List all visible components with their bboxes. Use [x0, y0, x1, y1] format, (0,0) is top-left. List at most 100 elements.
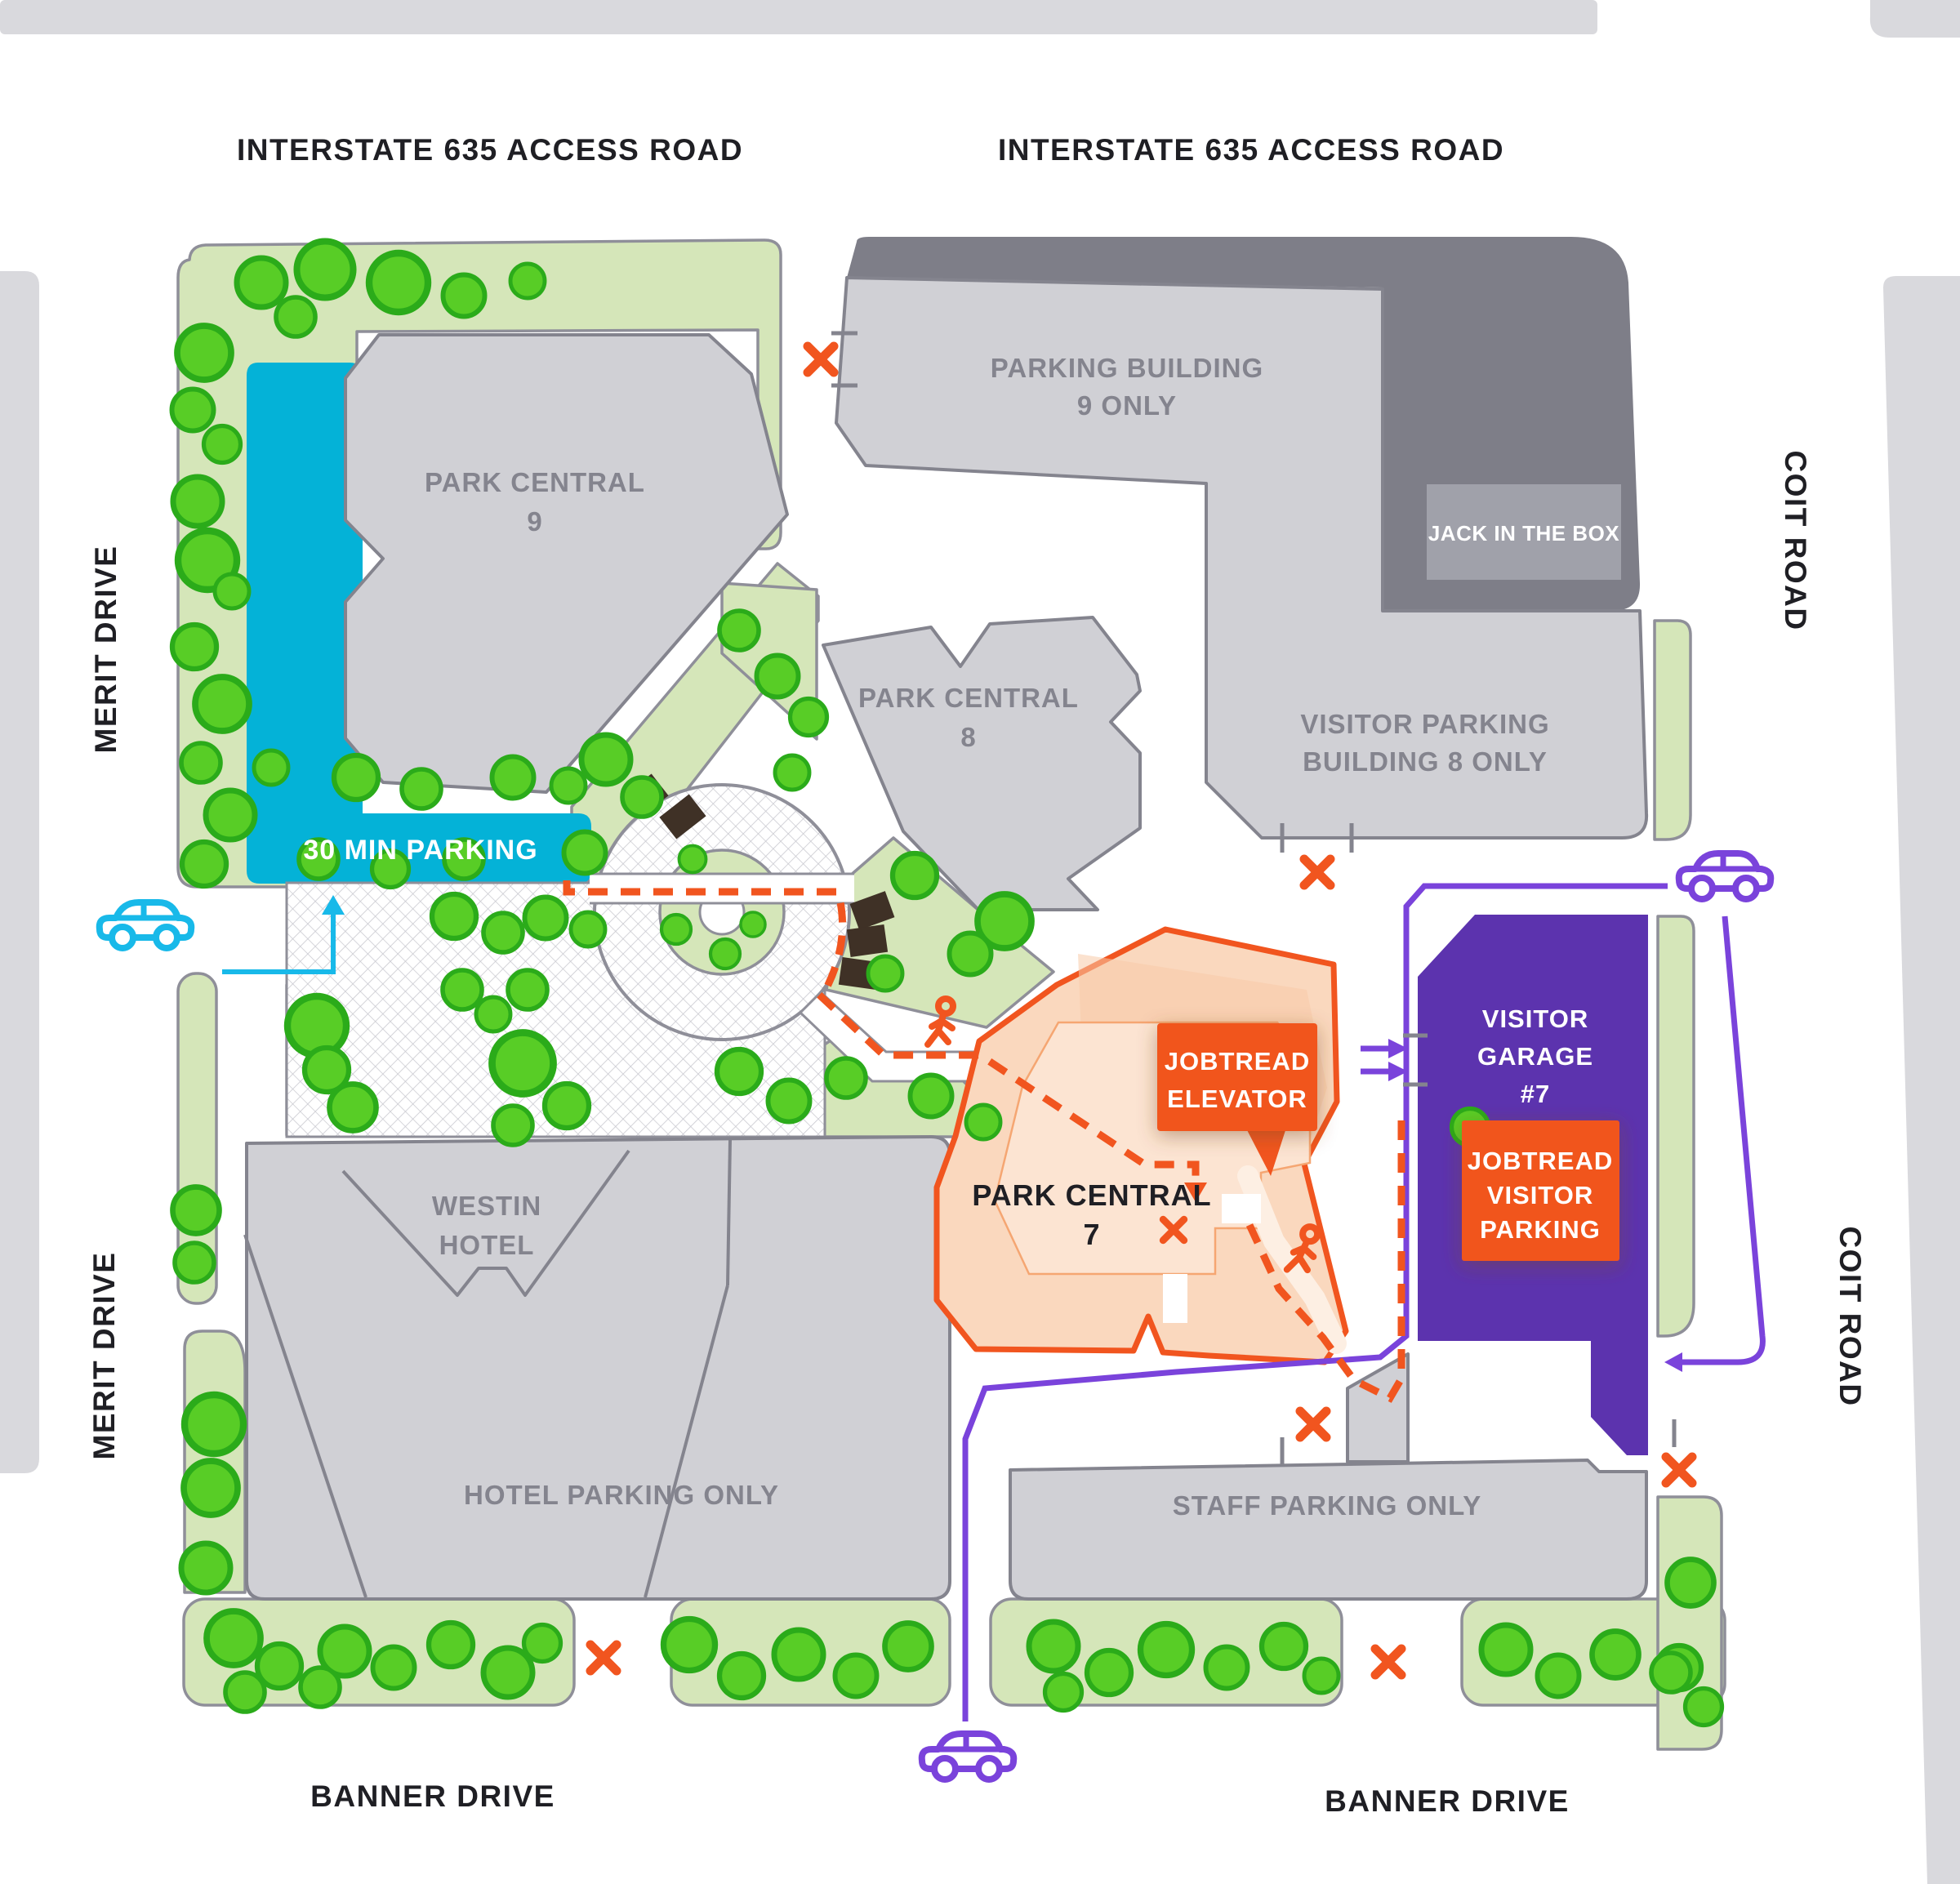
merit-drive-label-south: MERIT DRIVE: [87, 1252, 121, 1460]
thirty-min-arrowhead: [322, 895, 345, 915]
tree-icon: [719, 611, 759, 650]
x-marker-icon: [808, 346, 834, 372]
tree-icon: [172, 390, 214, 431]
tree-icon: [301, 1668, 340, 1707]
interstate-label-east: INTERSTATE 635 ACCESS ROAD: [998, 133, 1504, 167]
x-marker-icon: [1375, 1649, 1401, 1675]
tree-icon: [175, 1243, 214, 1282]
merit-drive-strip: [0, 271, 39, 1473]
tree-icon: [1029, 1622, 1078, 1671]
tree-icon: [774, 1630, 823, 1679]
tree-icon: [664, 1619, 715, 1671]
hotel-parking-label: HOTEL PARKING ONLY: [464, 1480, 779, 1510]
garage-entry-arrows: [1361, 1045, 1390, 1075]
westin-hotel-label-1: WESTIN: [432, 1191, 541, 1221]
callout-pointer: [1245, 1125, 1287, 1176]
tree-icon: [757, 656, 799, 697]
tree-icon: [677, 844, 708, 875]
planter: [659, 794, 706, 840]
x-marker-icon: [1666, 1457, 1692, 1483]
tree-icon: [622, 777, 662, 817]
tree-icon: [287, 996, 346, 1055]
car-icon: [922, 1734, 1014, 1779]
tree-icon: [826, 1058, 866, 1098]
visitor-route-coit: [1679, 915, 1766, 1365]
tree-icon: [204, 426, 241, 463]
tree-icon: [835, 1655, 877, 1697]
westin-hotel-label-2: HOTEL: [439, 1230, 535, 1260]
thirty-min-parking-area: [247, 363, 591, 884]
tree-icon: [1206, 1647, 1248, 1689]
tree-icon: [195, 677, 249, 731]
buildings: [243, 237, 1649, 1601]
tree-icon: [1668, 1560, 1714, 1606]
tree-icon: [402, 769, 441, 808]
walk-path-arrowhead: [1184, 1183, 1207, 1202]
access-road-strip: [0, 0, 1597, 34]
building-labels: PARK CENTRAL 9 PARK CENTRAL 8 PARKING BU…: [303, 353, 1619, 1521]
jack-in-the-box-label: JACK IN THE BOX: [1428, 521, 1619, 546]
callout-box: [1157, 1023, 1317, 1131]
tree-icon: [276, 297, 315, 336]
tree-icon: [893, 853, 937, 897]
tree-icon: [551, 768, 586, 803]
parking-building-9-label-2: 9 ONLY: [1077, 390, 1177, 421]
walk-path-garage: [1245, 1120, 1405, 1403]
tree-icon: [184, 1461, 238, 1515]
tree-icon: [483, 1648, 532, 1697]
verge-visitor8-east: [1653, 619, 1692, 841]
tree-icon: [1141, 1624, 1192, 1676]
planter: [849, 891, 895, 930]
tree-icon: [181, 743, 220, 782]
park-central-7-label-2: 7: [1083, 1218, 1100, 1251]
tree-icon: [185, 1395, 243, 1454]
visitor-parking-8-label-2: BUILDING 8 ONLY: [1303, 746, 1548, 777]
tree-icon: [225, 1672, 265, 1712]
tree-icon: [254, 750, 288, 785]
park-central-9-label-2: 9: [527, 506, 542, 537]
staff-parking-wedge: [1346, 1352, 1410, 1463]
visitor-route-south: [962, 883, 1668, 1721]
jobtread-visitor-parking-callout: JOBTREAD VISITOR PARKING: [1462, 1120, 1619, 1261]
tree-icon: [662, 915, 691, 944]
tree-icon: [868, 956, 902, 991]
jobtread-visitor-parking-box: [1462, 1120, 1619, 1261]
elevator-lobby: [1222, 1194, 1261, 1223]
tree-icon: [911, 1076, 952, 1117]
tree-icon: [483, 913, 523, 952]
visitor-garage-label-2: GARAGE: [1477, 1042, 1593, 1071]
thirty-min-route: [222, 913, 336, 974]
tree-icon: [215, 574, 249, 608]
tree-icon: [334, 755, 378, 799]
tree-icon: [369, 253, 428, 312]
park-central-8-label-1: PARK CENTRAL: [858, 683, 1079, 713]
jobtread-visitor-parking-label-2: VISITOR: [1487, 1181, 1593, 1209]
tree-icon: [206, 791, 255, 840]
tree-icon: [564, 832, 606, 874]
car-icon: [1679, 853, 1771, 899]
tree-icon: [373, 1647, 415, 1689]
tree-icon: [1592, 1632, 1639, 1678]
jack-in-the-box-pad: [1427, 484, 1621, 580]
coit-road-label-south: COIT ROAD: [1833, 1226, 1867, 1406]
tree-icon: [1304, 1659, 1339, 1693]
jobtread-visitor-parking-label-1: JOBTREAD: [1468, 1147, 1614, 1175]
tree-icon: [492, 757, 534, 799]
entrance-ticks: [831, 331, 1677, 1467]
tree-icon: [1045, 1674, 1082, 1711]
tree-icon: [432, 894, 476, 938]
tree-icon: [524, 1625, 561, 1662]
tree-icon: [297, 242, 354, 298]
tree-icon: [1686, 1689, 1722, 1726]
banner-drive-label-east: BANNER DRIVE: [1325, 1784, 1570, 1818]
tree-icon: [545, 1084, 589, 1128]
staff-parking-label: STAFF PARKING ONLY: [1173, 1490, 1482, 1521]
park-central-8-label-2: 8: [960, 722, 976, 752]
parking-building-9-and-visitor-8: [835, 276, 1649, 840]
tree-icon: [581, 735, 630, 784]
jobtread-elevator-callout: JOBTREAD ELEVATOR: [1157, 1023, 1317, 1176]
westin-outline: [243, 1139, 732, 1598]
tree-icon: [791, 699, 827, 736]
access-road-corner: [1869, 0, 1960, 38]
planter: [846, 924, 889, 958]
